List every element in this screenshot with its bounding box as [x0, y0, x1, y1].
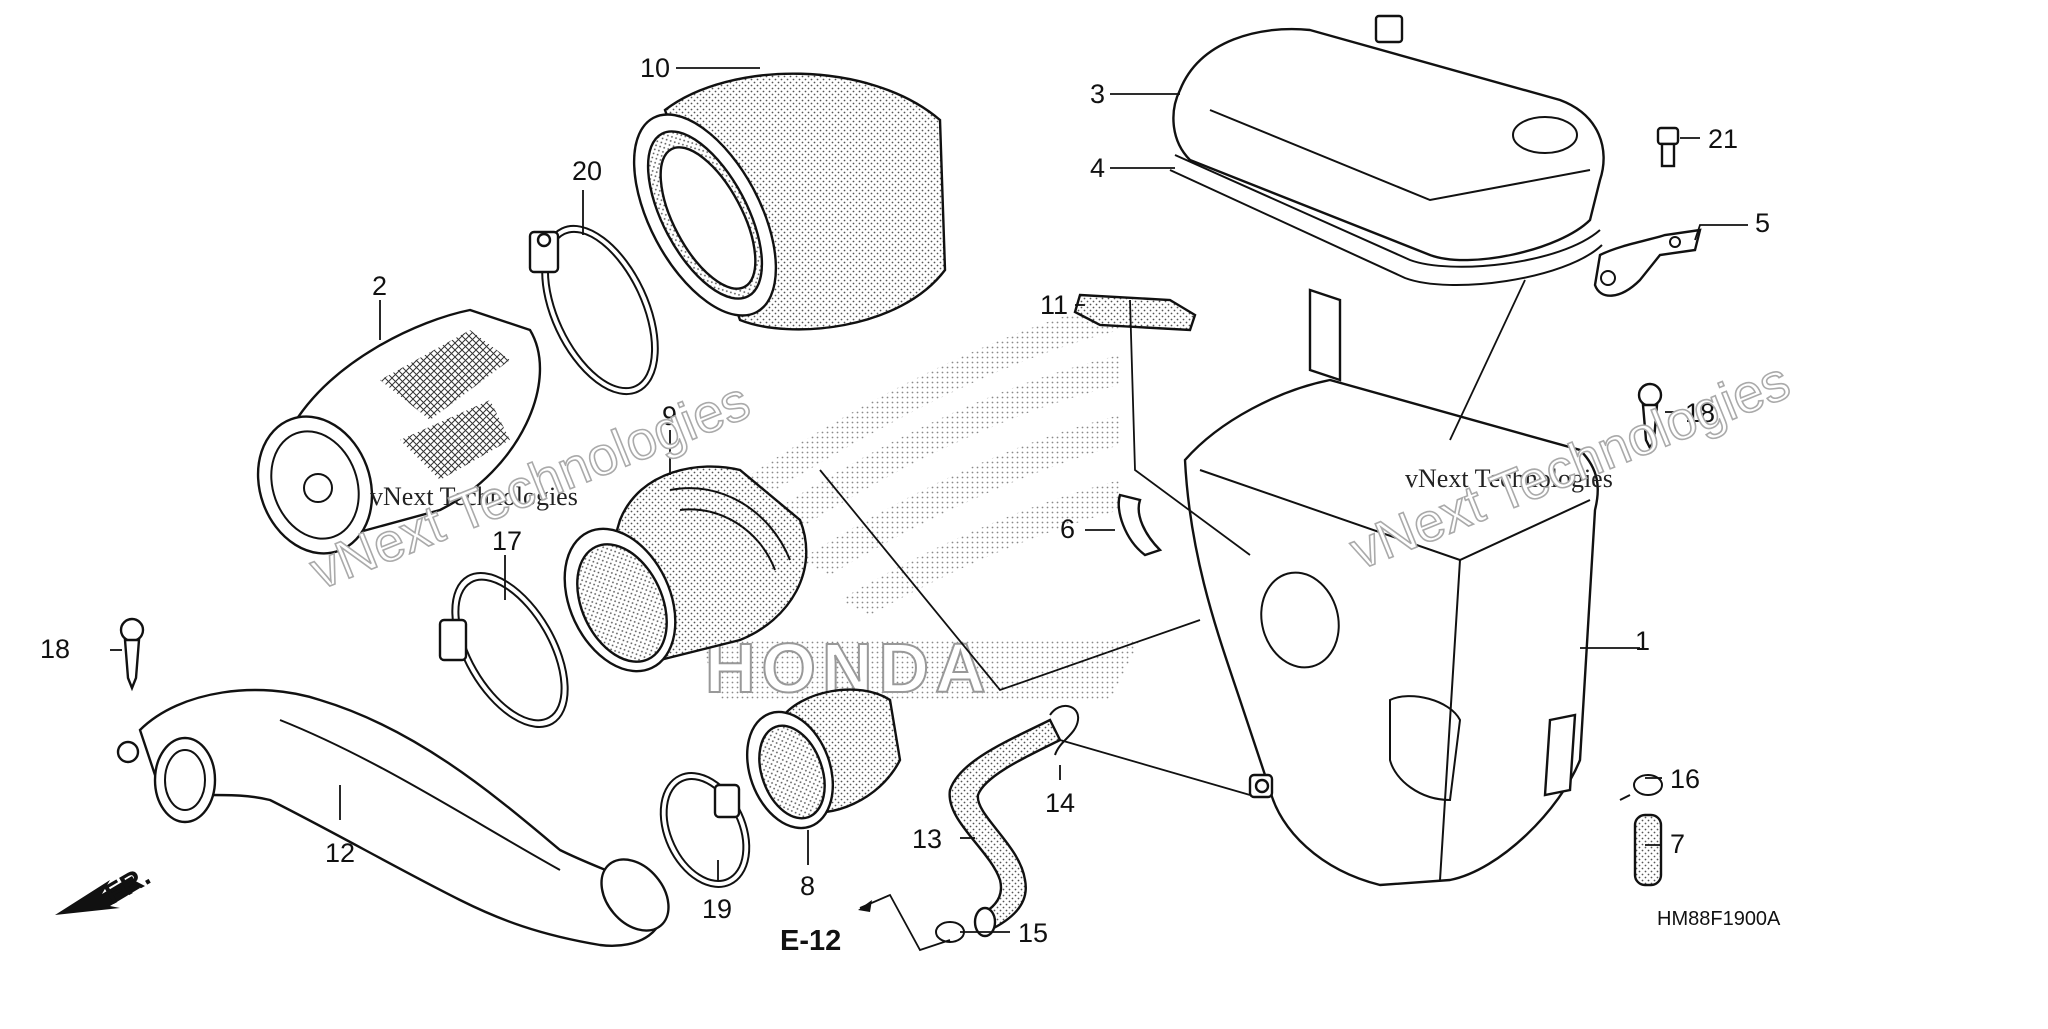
honda-logo-text: HONDA [705, 629, 992, 707]
air-cleaner-cover-3 [1172, 14, 1605, 262]
callout-15: 15 [1018, 918, 1048, 948]
callout-6: 6 [1060, 514, 1075, 544]
callout-numbers: 1 2 3 4 5 6 7 8 9 10 11 12 13 14 15 16 1… [40, 53, 1770, 948]
trim-clip-18-upper [1637, 382, 1663, 451]
clip-14 [1049, 705, 1080, 756]
watermark-left-small: vNext Technologies [370, 482, 578, 511]
air-intake-duct-12 [116, 688, 670, 947]
front-direction-marker: FR. [55, 860, 156, 915]
callout-14: 14 [1045, 788, 1075, 818]
band-19 [659, 772, 751, 888]
callout-10: 10 [640, 53, 670, 83]
leader-lines [110, 67, 1748, 933]
callout-2: 2 [372, 271, 387, 301]
watermark-right-small: vNext Technologies [1405, 464, 1613, 493]
air-cleaner-element-10 [632, 72, 947, 331]
callout-13: 13 [912, 824, 942, 854]
callout-9: 9 [662, 401, 677, 431]
seal-4 [1169, 154, 1603, 287]
callout-18-lower: 18 [40, 634, 70, 664]
tube-joint-8 [745, 688, 902, 830]
section-label: E-12 [780, 925, 841, 957]
drain-plug-7 [1633, 813, 1663, 887]
drawing-code: HM88F1900A [1657, 908, 1781, 930]
callout-19: 19 [702, 894, 732, 924]
sub-element-2 [256, 308, 542, 555]
callout-7: 7 [1670, 829, 1685, 859]
section-reference: E-12 [780, 893, 951, 957]
callout-16: 16 [1670, 764, 1700, 794]
callout-3: 3 [1090, 79, 1105, 109]
air-cleaner-case-1 [1183, 288, 1599, 887]
sponge-11 [1073, 293, 1197, 332]
callout-4: 4 [1090, 153, 1105, 183]
bolt-21 [1656, 126, 1680, 168]
trim-clip-18-lower [119, 617, 145, 692]
callout-8: 8 [800, 871, 815, 901]
clip-16 [1619, 774, 1663, 801]
callout-1: 1 [1635, 626, 1650, 656]
clamp-6 [1117, 493, 1163, 557]
band-20 [528, 224, 659, 396]
callout-21: 21 [1708, 124, 1738, 154]
connecting-tube-9 [563, 465, 808, 673]
clip-15 [935, 921, 965, 943]
callout-11: 11 [1040, 290, 1068, 320]
band-17 [438, 572, 569, 728]
callout-12: 12 [325, 838, 355, 868]
callout-5: 5 [1755, 208, 1770, 238]
callout-17: 17 [492, 526, 522, 556]
drain-tube-13 [948, 718, 1062, 938]
honda-wing-logo: HONDA [700, 300, 1140, 708]
callout-20: 20 [572, 156, 602, 186]
stay-bracket-5 [1593, 228, 1702, 297]
callout-18-upper: 18 [1685, 398, 1715, 428]
